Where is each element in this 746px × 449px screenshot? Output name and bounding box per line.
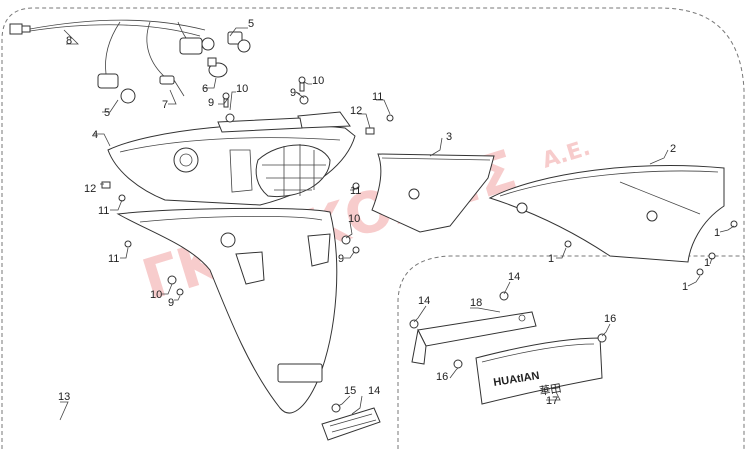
callout-label: 18 [470,297,482,309]
callout-label: 9 [290,87,296,99]
rear-cowl [488,165,725,263]
wiring-harness [9,19,206,79]
callout-label: 9 [338,253,344,265]
callout-label: 9 [168,297,174,309]
reflector [321,407,381,441]
bulb-socket-left [97,73,136,104]
callout-label: 14 [418,295,430,307]
plate-chinese: 華田 [538,382,562,398]
callout-label: 13 [58,391,70,403]
callout-label: 1 [704,257,710,269]
harness-connector [159,75,185,97]
fasteners [101,76,738,413]
callout-label: 12 [84,183,96,195]
callout-label: 1 [548,253,554,265]
callout-label: 16 [436,371,448,383]
callout-label: 10 [150,289,162,301]
callout-label: 10 [236,83,248,95]
callout-label: 10 [312,75,324,87]
callout-label: 3 [446,131,452,143]
callout-label: 15 [344,385,356,397]
callout-label: 5 [248,18,254,30]
callout-label: 5 [104,107,110,119]
rear-fender [116,207,338,414]
brake-bulb [207,57,228,78]
plate-bracket [411,311,537,365]
callout-label: 16 [604,313,616,325]
callout-label: 4 [92,129,98,141]
leader-lines [59,27,735,421]
callout-label: 11 [372,91,383,103]
callout-label: 1 [682,281,688,293]
license-plate: HUAtIAN 華田 [475,337,603,405]
callout-label: 11 [350,185,361,197]
watermark-suffix: Α.Ε. [539,136,593,174]
callout-label: 10 [348,213,360,225]
callout-label: 1 [714,227,720,239]
callout-labels: 8 5 5 6 7 4 9 10 9 10 12 11 12 11 11 3 2… [58,18,720,407]
callout-label: 12 [350,105,362,117]
callout-label: 17 [546,395,558,407]
callout-label: 11 [108,253,119,265]
callout-label: 2 [670,143,676,155]
callout-label: 11 [98,205,109,217]
callout-label: 8 [66,35,72,47]
tail-light-housing [107,111,356,206]
bulb-socket-right [179,31,251,55]
callout-label: 9 [208,97,214,109]
plate-assembly-boundary [397,255,744,449]
callout-label: 14 [368,385,380,397]
callout-label: 6 [202,83,208,95]
callout-label: 14 [508,271,520,283]
side-cover-left [371,153,495,233]
callout-label: 7 [162,99,168,111]
